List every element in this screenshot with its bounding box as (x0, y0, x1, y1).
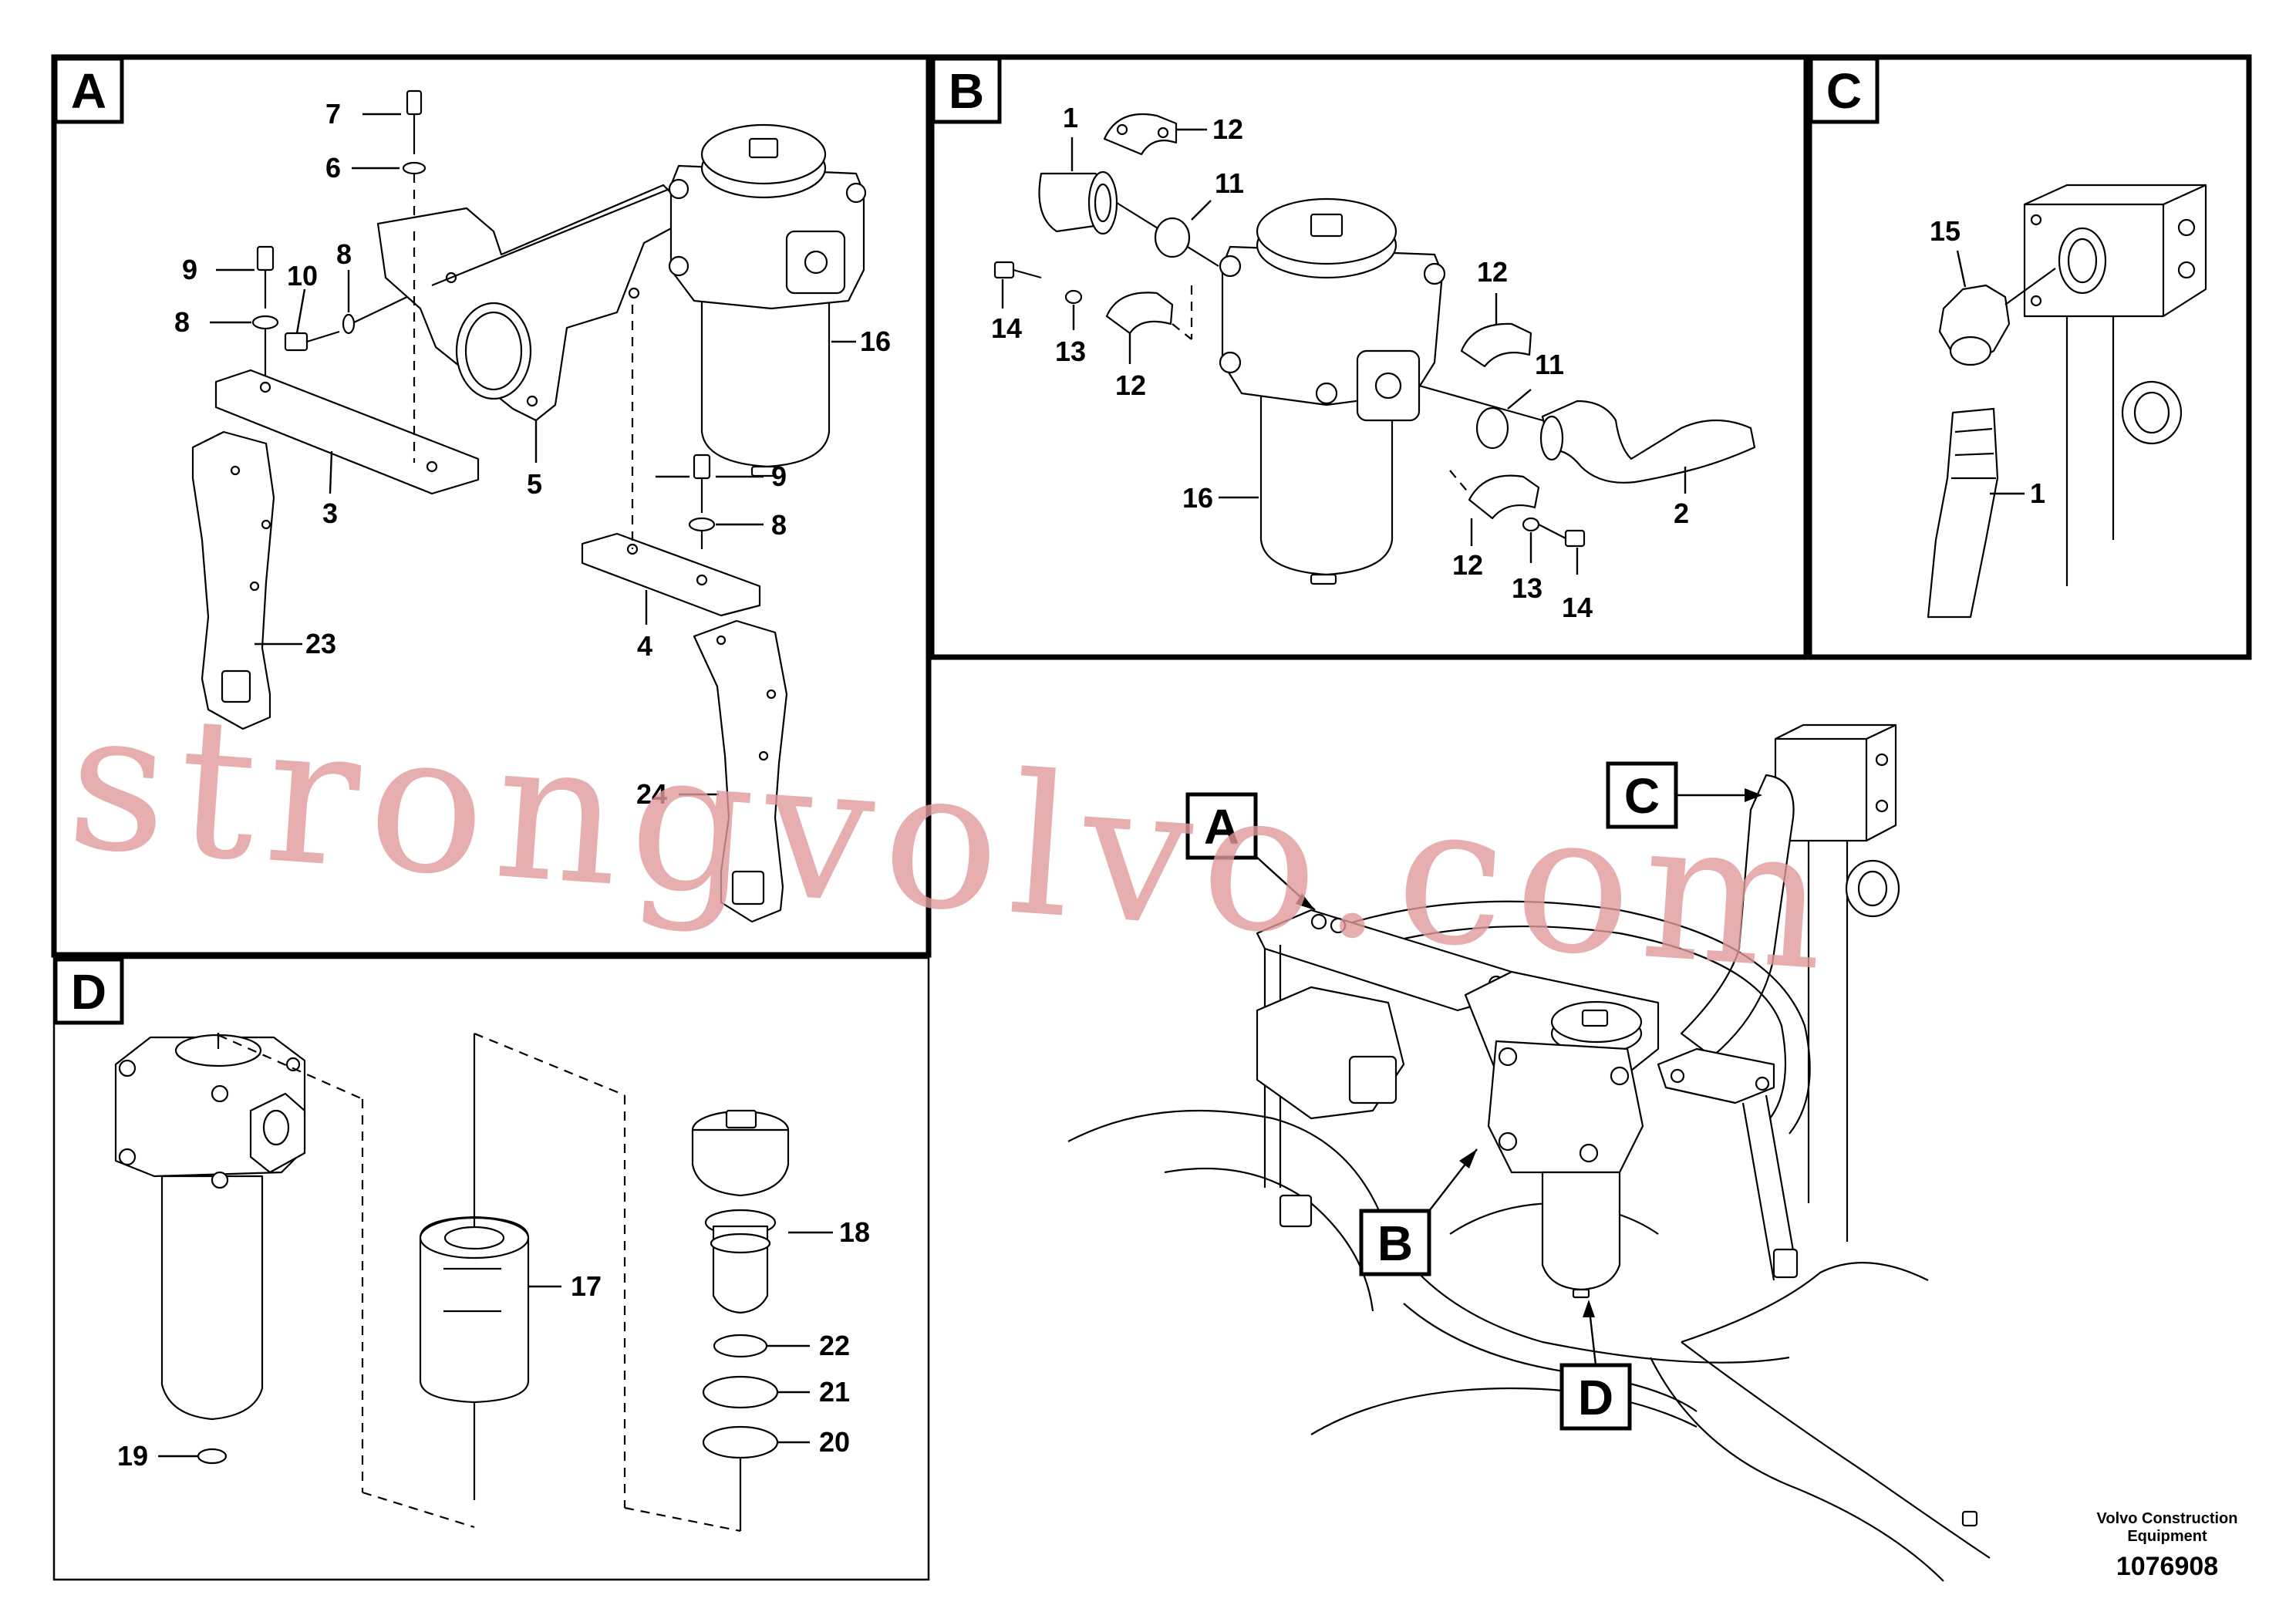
drawing-number: 1076908 (2116, 1552, 2218, 1581)
callout-b-12-top: 12 (1212, 113, 1243, 145)
panel-b-tag: B (931, 56, 1002, 124)
panel-d-drawing (114, 1032, 790, 1533)
footer: Volvo Construction Equipment 1076908 (2097, 1510, 2238, 1581)
callout-b-2: 2 (1674, 497, 1689, 529)
callout-a-4: 4 (637, 630, 652, 662)
callout-a-7: 7 (325, 98, 341, 130)
callout-d-20: 20 (819, 1426, 850, 1458)
callout-a-8-right: 8 (771, 509, 787, 541)
svg-text:C: C (1624, 768, 1660, 824)
callout-b-14: 14 (991, 312, 1022, 344)
callout-d-22: 22 (819, 1330, 850, 1361)
callout-a-6: 6 (325, 152, 341, 184)
svg-text:B: B (1377, 1216, 1413, 1271)
overview-callout-c: C (1606, 761, 1762, 829)
overview-drawing (1067, 723, 1991, 1582)
panel-d-tag: D (53, 957, 124, 1025)
svg-text:A: A (1204, 799, 1239, 855)
callout-b-12-bottom: 12 (1452, 549, 1483, 581)
callout-d-19: 19 (117, 1440, 148, 1472)
callout-b-14-right: 14 (1562, 592, 1593, 623)
panel-a-frame (51, 54, 932, 958)
overview-callout-d: D (1559, 1300, 1632, 1431)
callout-a-23: 23 (305, 628, 336, 659)
callout-c-1: 1 (2030, 477, 2045, 509)
callout-d-17: 17 (571, 1270, 602, 1302)
callout-a-9-right: 9 (771, 460, 787, 492)
callout-b-12-left: 12 (1115, 369, 1146, 401)
callout-d-21: 21 (819, 1376, 850, 1408)
callout-a-8-top: 8 (336, 238, 352, 270)
callout-a-3: 3 (322, 497, 338, 529)
panel-b-drawing (993, 113, 1756, 585)
panel-d-frame (52, 956, 930, 1581)
panel-b-callouts: 1 12 11 14 13 12 12 11 16 12 13 14 2 (991, 102, 1689, 623)
panel-c-drawing (1927, 184, 2207, 619)
svg-text:A: A (71, 63, 106, 119)
callout-b-11: 11 (1215, 167, 1244, 199)
panel-c-tag: C (1809, 56, 1880, 124)
overview-callout-a: A (1185, 792, 1316, 911)
panel-d-callouts: 18 17 22 21 19 20 (117, 1216, 870, 1472)
panel-a-callouts: 7 6 9 10 8 8 16 3 5 9 8 23 4 24 (174, 98, 891, 810)
watermark: strongvolvo.com (62, 667, 1844, 1014)
overview-callout-b: B (1359, 1148, 1478, 1276)
panel-b-frame (929, 54, 1809, 660)
svg-text:D: D (1578, 1370, 1613, 1425)
panel-c-frame (1806, 54, 2252, 660)
callout-d-18: 18 (839, 1216, 870, 1248)
callout-a-16: 16 (860, 325, 891, 357)
company-name-line2: Equipment (2127, 1528, 2207, 1545)
panel-a-drawing (191, 89, 867, 923)
panel-a-tag: A (53, 56, 124, 124)
callout-b-13-right: 13 (1512, 572, 1542, 604)
panel-c-callouts: 15 1 (1930, 215, 2045, 509)
callout-b-1: 1 (1063, 102, 1078, 133)
svg-text:C: C (1826, 63, 1862, 119)
callout-a-8-left: 8 (174, 306, 190, 338)
svg-text:D: D (71, 964, 106, 1020)
callout-b-12-right: 12 (1477, 256, 1508, 288)
callout-b-11-right: 11 (1535, 349, 1564, 380)
callout-c-15: 15 (1930, 215, 1961, 247)
callout-a-9: 9 (182, 254, 197, 285)
callout-b-13: 13 (1055, 336, 1086, 367)
callout-b-16: 16 (1182, 482, 1213, 514)
company-name-line1: Volvo Construction (2097, 1510, 2238, 1527)
svg-text:B: B (949, 63, 984, 119)
callout-a-5: 5 (527, 468, 542, 500)
callout-a-24: 24 (636, 778, 667, 810)
callout-a-10: 10 (287, 260, 318, 292)
